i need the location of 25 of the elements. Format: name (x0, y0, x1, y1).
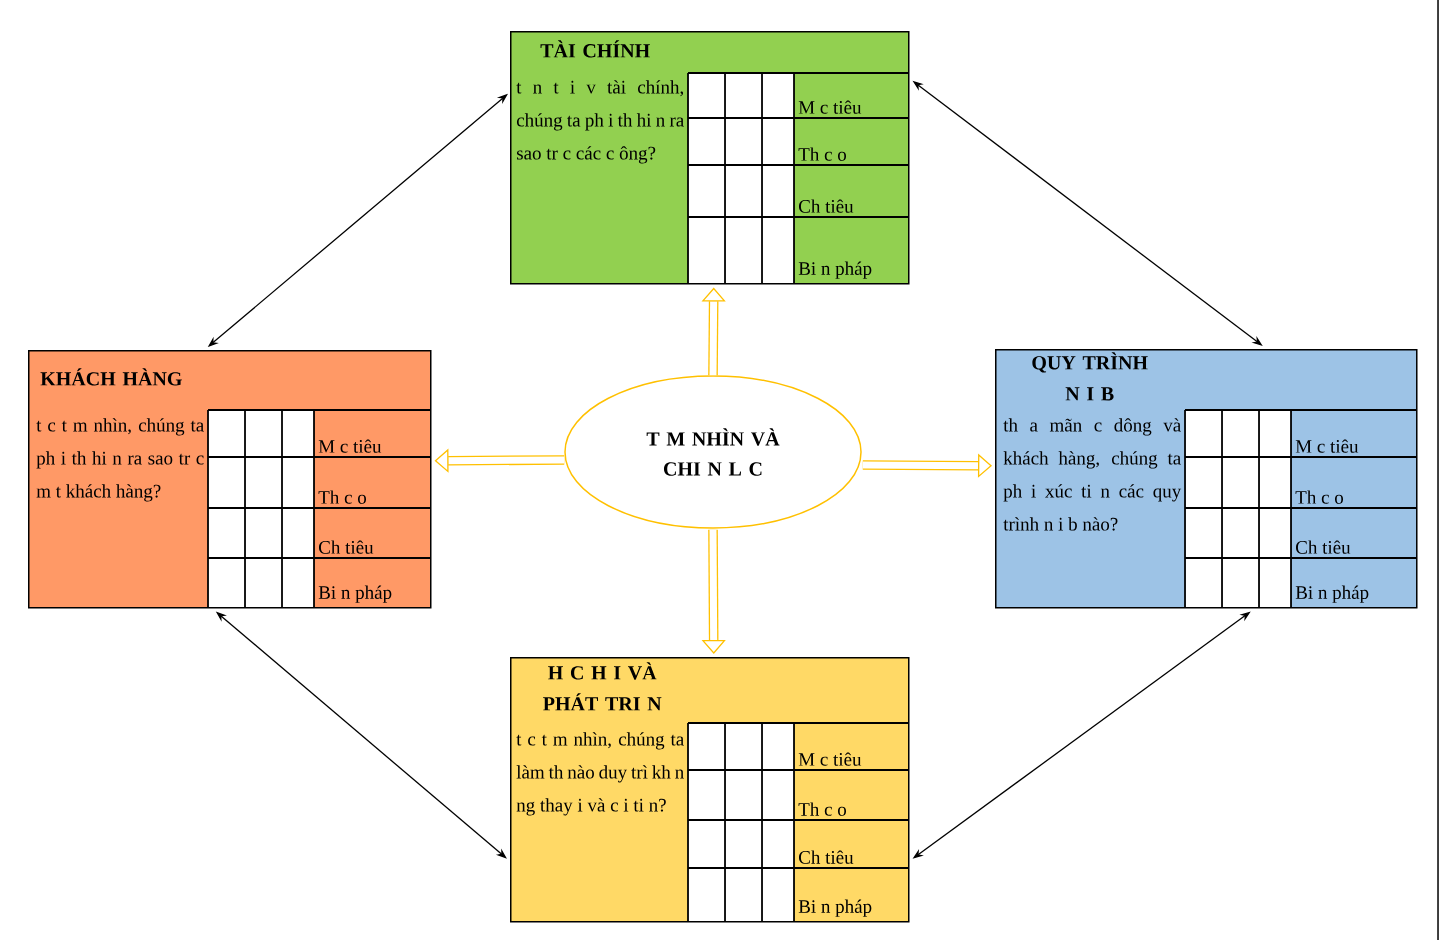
row-label: Ch tiêu (319, 540, 374, 554)
row-label: Bi n pháp (1295, 585, 1369, 603)
row-label: Th c o (798, 147, 846, 161)
question-text: th a mãn c dông và khách hàng, chúng ta ph i xúc ti n các quy trình n i b nào? (1003, 418, 1182, 531)
row-label: Ch tiêu (799, 199, 854, 213)
row-label: Th c o (318, 490, 366, 504)
row-label: Ch tiêu (799, 850, 854, 864)
row-label: Bi n pháp (318, 585, 392, 603)
heading: H C H I VÀ PHÁT TRI N (543, 662, 662, 711)
row-label: Bi n pháp (798, 899, 872, 917)
row-label: M c tiêu (798, 100, 862, 114)
row-label: Ch tiêu (1296, 540, 1351, 554)
heading: QUY TRÌNH N I B (1032, 352, 1148, 401)
row-label: Th c o (1295, 490, 1344, 504)
question-text: t c t m nhìn, chúng ta ph i th hi n ra sao tr c m t khách hàng? (36, 418, 204, 502)
heading: KHÁCH HÀNG (40, 368, 182, 386)
row-label: M c tiêu (798, 752, 862, 766)
row-label: M c tiêu (318, 439, 382, 453)
row-label: M c tiêu (1295, 439, 1359, 453)
question-text: t n t i v tài chính, chúng ta ph i th hi n ra sao tr c các c ông? (516, 80, 684, 164)
row-label: Bi n pháp (798, 261, 872, 279)
question-text: t c t m nhìn, chúng ta làm th nào duy trì kh n ng thay i và c i ti n? (516, 732, 684, 816)
row-label: Th c o (798, 802, 846, 816)
heading: TÀI CHÍNH (540, 40, 650, 58)
hollow-arrow (862, 453, 992, 478)
